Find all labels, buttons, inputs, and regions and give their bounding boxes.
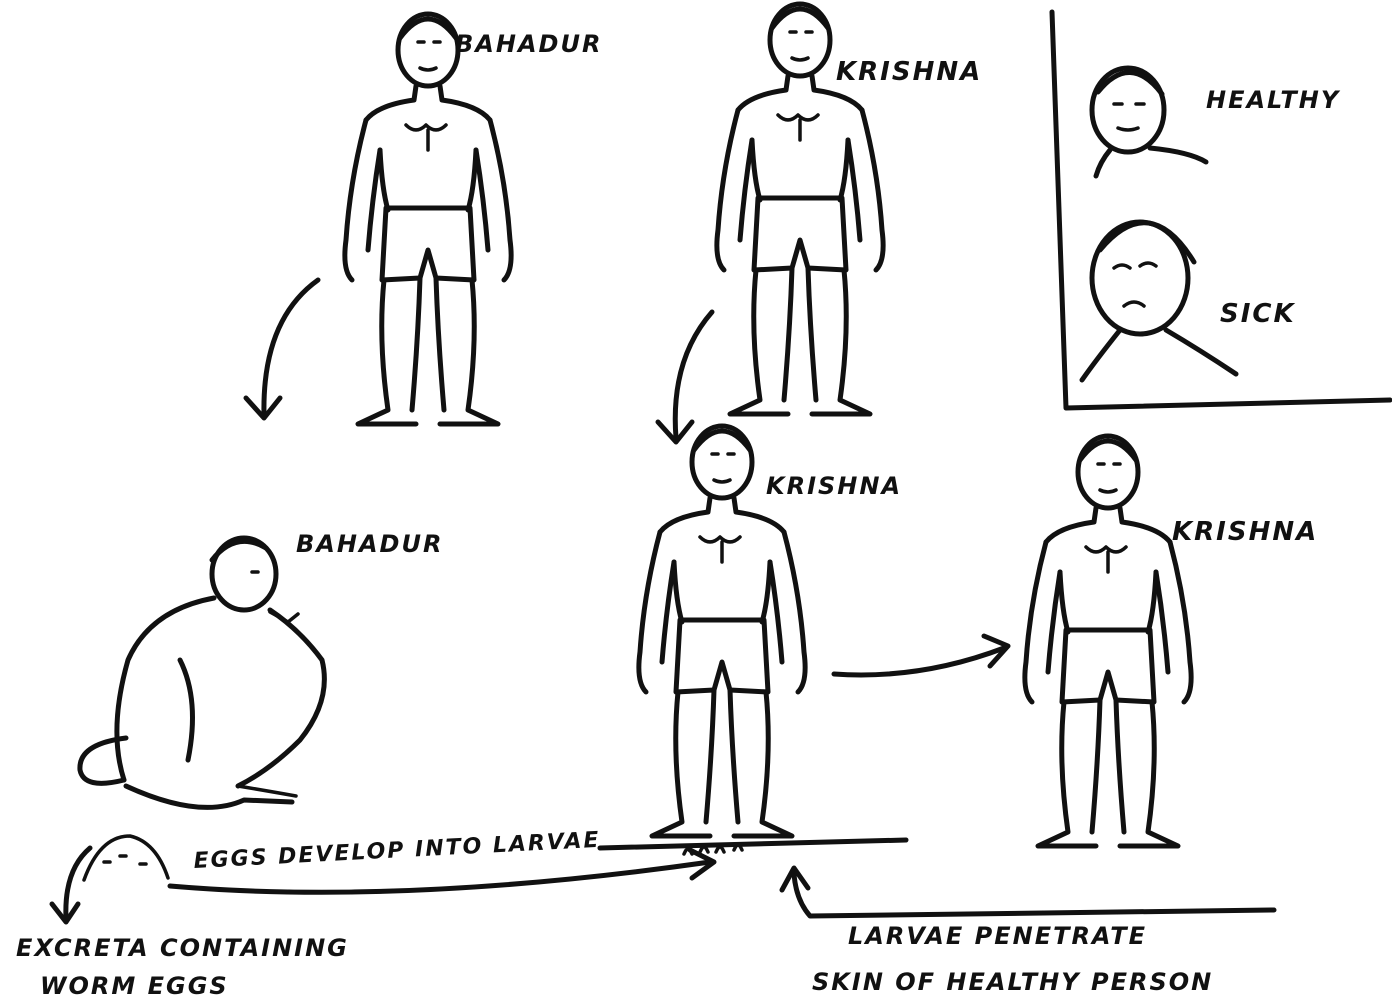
arrow-larvae-penetrate [782, 868, 1274, 916]
bahadur-standing-label: BAHADUR [455, 30, 602, 58]
arrow-to-sick-krishna [834, 636, 1008, 675]
larvae-caption-line1: LARVAE PENETRATE [848, 922, 1147, 950]
healthy-sick-inset: HEALTHY SICK [1052, 12, 1390, 408]
bahadur-standing-figure [345, 14, 511, 424]
krishna-sick-figure [1025, 436, 1191, 846]
excreta-pile [84, 836, 168, 880]
sick-label: SICK [1220, 299, 1296, 329]
sick-face [1082, 222, 1236, 380]
eggs-develop-caption: EGGS DEVELOP INTO LARVAE [193, 828, 601, 874]
bahadur-squatting-figure [80, 538, 324, 807]
arrow-bahadur-down [246, 280, 318, 418]
ground-with-larvae [600, 840, 906, 854]
healthy-face [1092, 68, 1206, 176]
arrow-krishna-down [658, 312, 712, 442]
bahadur-squatting-label: BAHADUR [296, 530, 443, 558]
healthy-label: HEALTHY [1206, 86, 1341, 114]
krishna-infected-label: KRISHNA [766, 472, 902, 500]
krishna-standing-label: KRISHNA [836, 57, 982, 87]
krishna-sick-label: KRISHNA [1172, 517, 1318, 547]
excreta-caption-line2: WORM EGGS [40, 972, 229, 1000]
larvae-caption-line2: SKIN OF HEALTHY PERSON [812, 968, 1213, 996]
excreta-caption-line1: EXCRETA CONTAINING [16, 934, 349, 962]
arrow-excreta-down [52, 848, 90, 922]
